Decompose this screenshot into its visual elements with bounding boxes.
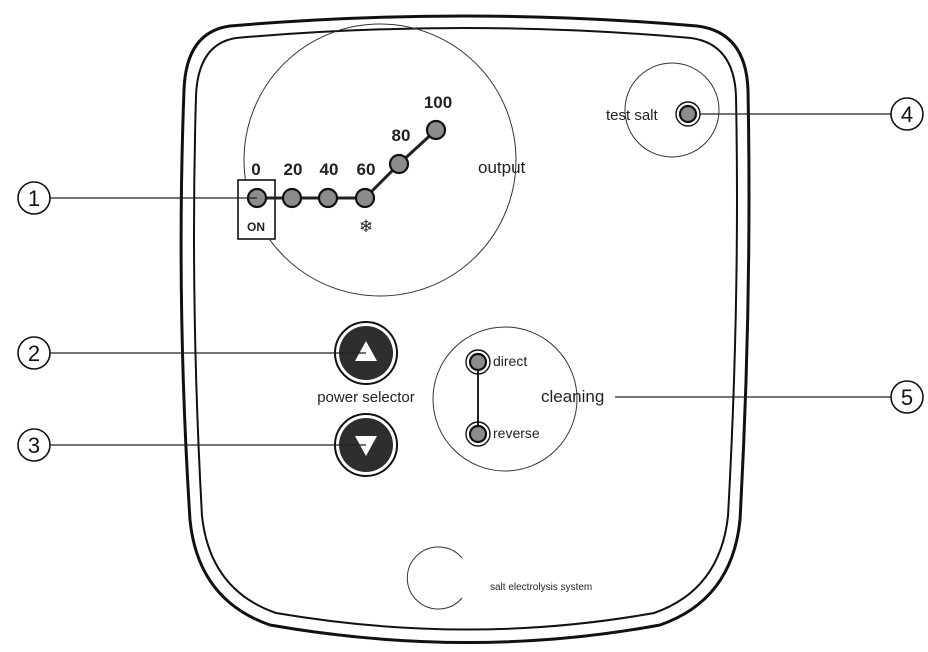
callout-5-number: 5: [901, 385, 913, 410]
panel-inner-border: [193, 27, 738, 631]
tick-label-80: 80: [392, 126, 411, 145]
direct-label: direct: [493, 353, 527, 369]
output-led-60[interactable]: [354, 187, 376, 209]
test-salt-label: test salt: [606, 107, 659, 124]
snowflake-icon: ❄: [359, 217, 373, 236]
output-led-40[interactable]: [317, 187, 339, 209]
panel-outer-border: [179, 14, 751, 644]
reverse-led[interactable]: [468, 424, 488, 444]
logo-arc-icon: [406, 546, 463, 610]
test-salt-led[interactable]: [678, 104, 698, 124]
reverse-label: reverse: [493, 425, 540, 441]
callout-2-circle: [17, 336, 51, 370]
direct-led[interactable]: [468, 352, 488, 372]
callout-4-number: 4: [901, 102, 913, 127]
triangle-up-icon: [355, 341, 377, 361]
power-selector-label: power selector: [317, 389, 415, 406]
tick-label-20: 20: [284, 160, 303, 179]
direct-led-ring: [465, 349, 491, 375]
tick-label-60: 60: [357, 160, 376, 179]
output-led-20[interactable]: [281, 187, 303, 209]
triangle-down-icon: [355, 436, 377, 456]
cleaning-label: cleaning: [541, 387, 604, 406]
callout-1-circle: [17, 181, 51, 215]
callout-3-number: 3: [28, 433, 40, 458]
footer-label: salt electrolysis system: [490, 582, 592, 593]
tick-label-100: 100: [424, 93, 452, 112]
callout-4-circle: [890, 97, 924, 131]
output-led-100[interactable]: [425, 119, 447, 141]
output-circle: [243, 23, 517, 297]
callout-5-circle: [890, 380, 924, 414]
tick-label-40: 40: [320, 160, 339, 179]
output-led-80[interactable]: [388, 153, 410, 175]
test-salt-circle: [624, 62, 720, 158]
callout-2-number: 2: [28, 341, 40, 366]
cleaning-circle: [432, 326, 578, 472]
on-label: ON: [247, 220, 265, 234]
output-label: output: [478, 158, 526, 177]
callout-1-number: 1: [28, 186, 40, 211]
reverse-led-ring: [465, 421, 491, 447]
callout-3-circle: [17, 428, 51, 462]
tick-label-0: 0: [251, 160, 260, 179]
